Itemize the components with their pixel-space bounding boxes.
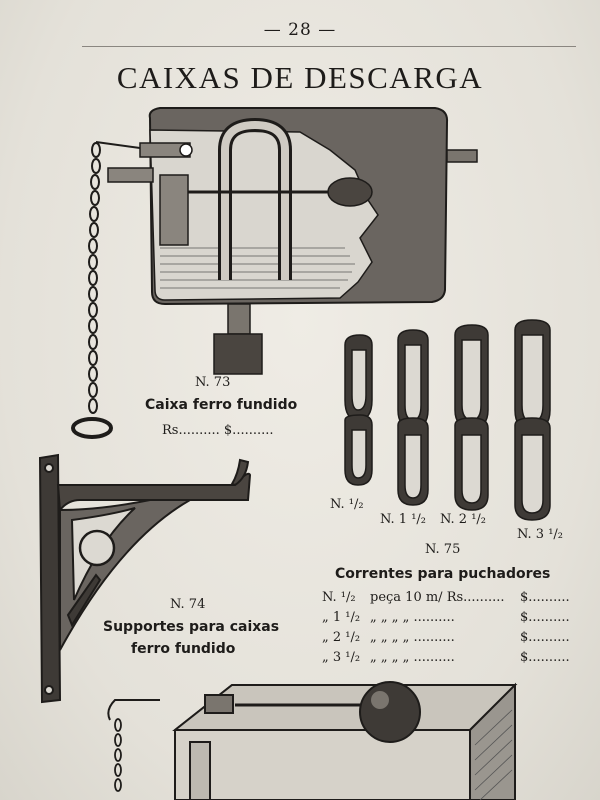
- item-73-name: Caixa ferro fundido: [145, 397, 298, 413]
- item-74-number: N. 74: [170, 597, 206, 612]
- chain-label-two-half: N. 2 ¹/₂: [440, 512, 487, 527]
- item-75-name: Correntes para puchadores: [335, 566, 551, 582]
- price-row-desc: „ „ „ „ ..........: [370, 630, 455, 645]
- price-row-price: $..........: [520, 650, 570, 665]
- item-74-name-line2: ferro fundido: [131, 641, 236, 657]
- price-row-price: $..........: [520, 590, 570, 605]
- chain-label-one-half: N. 1 ¹/₂: [380, 512, 427, 527]
- price-row-label: „ 3 ¹/₂: [322, 650, 361, 665]
- price-row-price: $..........: [520, 610, 570, 625]
- chain-label-three-half: N. 3 ¹/₂: [517, 527, 564, 542]
- price-row: N. ¹/₂ peça 10 m/ Rs.......... $..........: [322, 590, 570, 605]
- price-row: „ 2 ¹/₂ „ „ „ „ .......... $..........: [322, 630, 570, 645]
- price-row-desc: „ „ „ „ ..........: [370, 610, 455, 625]
- item-73-number: N. 73: [195, 375, 231, 390]
- price-row-label: „ 2 ¹/₂: [322, 630, 361, 645]
- header-rule: [82, 46, 576, 47]
- price-row-price: $..........: [520, 630, 570, 645]
- item-73-price: Rs.......... $..........: [162, 423, 274, 438]
- item-75-number: N. 75: [425, 542, 461, 557]
- price-row-label: „ 1 ¹/₂: [322, 610, 361, 625]
- price-row: „ 3 ¹/₂ „ „ „ „ .......... $..........: [322, 650, 570, 665]
- chain-label-half: N. ¹/₂: [330, 497, 364, 512]
- page-number: — 28 —: [263, 20, 337, 40]
- price-row-desc: peça 10 m/ Rs..........: [370, 590, 505, 605]
- price-row: „ 1 ¹/₂ „ „ „ „ .......... $..........: [322, 610, 570, 625]
- item-74-name-line1: Supportes para caixas: [103, 619, 280, 635]
- price-row-label: N. ¹/₂: [322, 590, 356, 605]
- price-row-desc: „ „ „ „ ..........: [370, 650, 455, 665]
- page-title: CAIXAS DE DESCARGA: [116, 60, 484, 95]
